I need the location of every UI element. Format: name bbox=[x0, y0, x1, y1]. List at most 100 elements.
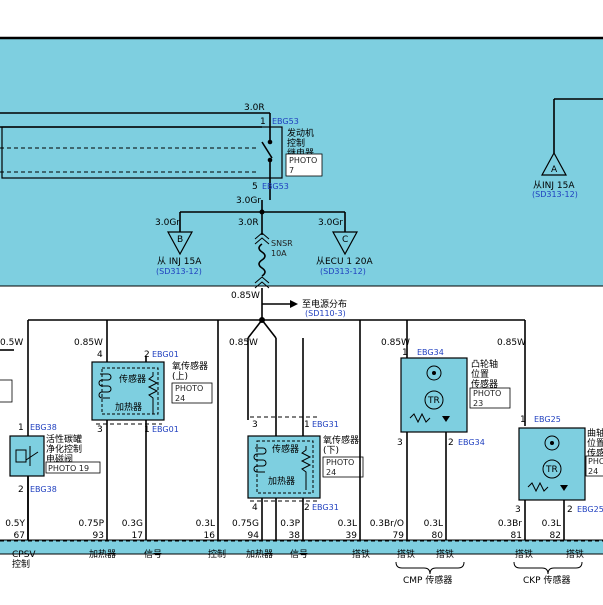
cmp-component bbox=[400, 357, 468, 433]
label-ground5: 搭铁 bbox=[566, 548, 584, 560]
o2l-photo-box bbox=[322, 456, 364, 478]
o2l-name: 氧传感器(下) bbox=[323, 434, 359, 456]
cpsv-conn-bottom: EBG38 bbox=[30, 485, 57, 494]
ecm-wire-label: 0.3P bbox=[280, 519, 300, 529]
inj-right-label: 从INJ 15A bbox=[533, 180, 575, 191]
ecm-pin-number: 80 bbox=[432, 531, 444, 541]
far-left-box bbox=[0, 379, 13, 403]
relay-photo-box bbox=[285, 153, 323, 177]
cmp-tr: TR bbox=[427, 396, 440, 406]
relay-conn-top: EBG53 bbox=[272, 117, 299, 126]
ecm-pin-number: 82 bbox=[550, 531, 561, 541]
ckp-tr: TR bbox=[545, 465, 558, 475]
triangle-a-letter: A bbox=[551, 165, 558, 175]
cmp-bracket bbox=[395, 561, 465, 575]
triangle-b-letter: B bbox=[177, 235, 183, 245]
bus-wire-label: 0.85W bbox=[231, 291, 260, 301]
cpsv-photo: PHOTO 19 bbox=[48, 464, 89, 473]
ckp-bracket bbox=[513, 561, 583, 575]
o2u-name: 氧传感器(上) bbox=[172, 360, 208, 382]
junction-wire-left: 3.0Gr bbox=[155, 218, 180, 228]
ecm-pin-number: 94 bbox=[248, 531, 260, 541]
ecm-wire-label: 0.5Y bbox=[5, 519, 25, 529]
ckp-pin-bl: 3 bbox=[515, 505, 521, 515]
triangle-c-icon bbox=[331, 231, 359, 256]
o2u-pin-tl: 4 bbox=[97, 350, 103, 360]
wire-o2-down: 0.85W bbox=[229, 338, 258, 348]
ecm-pin-number: 79 bbox=[393, 531, 405, 541]
ckp-pin-top: 1 bbox=[520, 415, 526, 425]
label-ground4: 搭铁 bbox=[515, 548, 533, 560]
inj-right-ref: (SD313-12) bbox=[532, 190, 578, 199]
ecm-wire-label: 0.3G bbox=[122, 519, 143, 529]
label-control: 控制 bbox=[208, 548, 226, 560]
heater-icon bbox=[98, 373, 112, 399]
o2l-conn-top: EBG31 bbox=[312, 420, 339, 429]
cmp-pin-br: 2 bbox=[448, 438, 454, 448]
ecm-wire-label: 0.3L bbox=[196, 519, 215, 529]
o2u-conn-top: EBG01 bbox=[152, 350, 179, 359]
ckp-conn-bottom: EBG25 bbox=[577, 505, 603, 514]
cmp-conn-top: EBG34 bbox=[417, 348, 444, 357]
ecm-wire-label: 0.75P bbox=[79, 519, 105, 529]
ecm-pin-number: 39 bbox=[346, 531, 358, 541]
ecm-bottom-strip bbox=[0, 539, 603, 555]
fuse-icon bbox=[258, 243, 266, 277]
o2u-pin-tr: 2 bbox=[144, 350, 150, 360]
o2l-pin-bl: 4 bbox=[252, 503, 258, 513]
o2u-sensor: 传感器 bbox=[119, 373, 146, 385]
o2u-pin-br: 1 bbox=[144, 425, 150, 435]
ckp-photo-box bbox=[585, 455, 603, 477]
ecm-pin-number: 81 bbox=[511, 531, 522, 541]
ecm-pin-list: 0.5Y670.75P930.3G170.3L160.75G940.3P380.… bbox=[5, 519, 561, 541]
ecu-ref: (SD313-12) bbox=[320, 267, 366, 276]
wire-far-left: 0.5W bbox=[0, 338, 23, 348]
o2l-conn-bottom: EBG31 bbox=[312, 503, 339, 512]
label-signal2: 信号 bbox=[290, 548, 308, 560]
ecm-wire-label: 0.3Br/O bbox=[370, 519, 404, 529]
solenoid-icon bbox=[15, 449, 27, 463]
cpsv-pin-top: 1 bbox=[18, 423, 24, 433]
cmp-transistor-icon bbox=[424, 390, 444, 410]
ecm-wire-label: 0.3Br bbox=[498, 519, 522, 529]
inj-left-label: 从 INJ 15A bbox=[157, 256, 202, 267]
ckp-transistor-icon bbox=[542, 459, 562, 479]
ckp-name: 曲轴位置传感 bbox=[587, 427, 603, 459]
ecm-wire-label: 0.3L bbox=[542, 519, 561, 529]
ckp-sensor-icon bbox=[544, 435, 560, 451]
ecm-pin-number: 17 bbox=[132, 531, 143, 541]
junction-wire-right: 3.0Gr bbox=[318, 218, 343, 228]
o2l-component bbox=[247, 435, 321, 499]
wire-ckp: 0.85W bbox=[497, 338, 526, 348]
ecm-pin-number: 38 bbox=[289, 531, 301, 541]
label-ground1: 搭铁 bbox=[352, 548, 370, 560]
inj-left-ref: (SD313-12) bbox=[156, 267, 202, 276]
ecm-pin-number: 93 bbox=[93, 531, 104, 541]
o2u-pin-bl: 3 bbox=[97, 425, 103, 435]
o2l-pin-tl: 3 bbox=[252, 420, 258, 430]
relay-wire-top: 3.0R bbox=[244, 103, 265, 113]
cpsv-name: 活性碳罐净化控制电磁阀 bbox=[46, 433, 82, 465]
o2l-pin-tr: 1 bbox=[304, 420, 310, 430]
o2l-pin-br: 2 bbox=[304, 503, 310, 513]
label-signal1: 信号 bbox=[144, 548, 162, 560]
ckp-component bbox=[518, 427, 586, 501]
o2u-conn-bottom: EBG01 bbox=[152, 425, 179, 434]
wire-o2-up: 0.85W bbox=[74, 338, 103, 348]
triangle-b-icon bbox=[166, 231, 194, 256]
cpsv-photo-box bbox=[45, 461, 101, 474]
cmp-name: 凸轮轴位置传感器 bbox=[471, 358, 498, 390]
cmp-conn-bottom: EBG34 bbox=[458, 438, 485, 447]
power-dist-label: 至电源分布 bbox=[302, 298, 347, 310]
cmp-pin-top: 1 bbox=[402, 348, 408, 358]
ckp-conn-top: EBG25 bbox=[534, 415, 561, 424]
cmp-sensor-icon bbox=[426, 365, 442, 381]
resistor-icon bbox=[147, 372, 159, 414]
cmp-group-label: CMP 传感器 bbox=[403, 574, 452, 586]
